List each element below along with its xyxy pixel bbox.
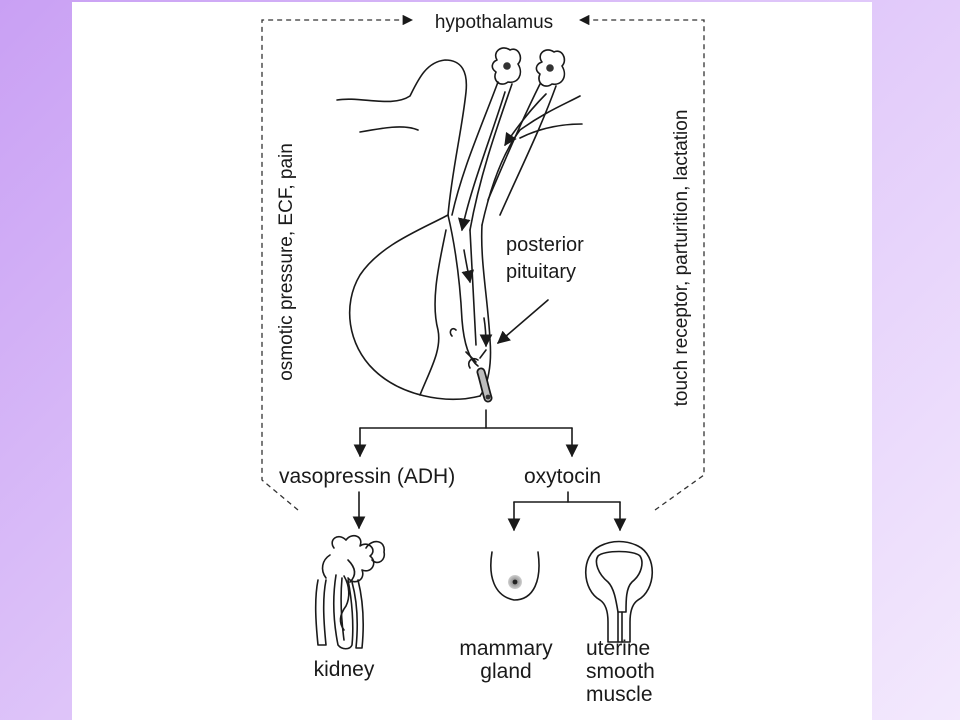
axon-tract-right <box>487 83 557 216</box>
nephron-icon <box>314 534 386 650</box>
pituitary-gland-drawing <box>336 59 583 403</box>
mammary-gland-icon <box>490 551 540 601</box>
posterior-label: posterior <box>506 234 584 256</box>
right-inputs-label: touch receptor, parturition, lactation <box>671 110 692 407</box>
oxytocin-branch <box>507 491 627 532</box>
mammary-label-line1: mammary <box>459 637 553 660</box>
uterine-label-line2: smooth <box>586 660 655 683</box>
left-inputs-label: osmotic pressure, ECF, pain <box>276 143 297 381</box>
uterus-icon <box>585 540 653 643</box>
slide-panel <box>72 2 872 720</box>
neuron-cell-left <box>491 47 522 85</box>
posterior-pointer-arrow <box>497 299 549 344</box>
pituitary-label: pituitary <box>506 261 576 283</box>
oxytocin-label: oxytocin <box>524 465 601 488</box>
kidney-label: kidney <box>314 658 375 681</box>
hormone-branch <box>353 409 579 458</box>
uterine-label-line1: uterine <box>586 637 650 660</box>
hypothalamus-label: hypothalamus <box>435 12 553 33</box>
vasopressin-label: vasopressin (ADH) <box>279 465 455 488</box>
right-feedback-loop <box>578 14 705 511</box>
neuron-cell-right <box>535 49 566 87</box>
mammary-label-line2: gland <box>480 660 531 683</box>
axon-arrow-lower <box>461 249 493 348</box>
axon-tract-left <box>451 81 513 232</box>
uterine-label-line3: muscle <box>586 683 653 706</box>
